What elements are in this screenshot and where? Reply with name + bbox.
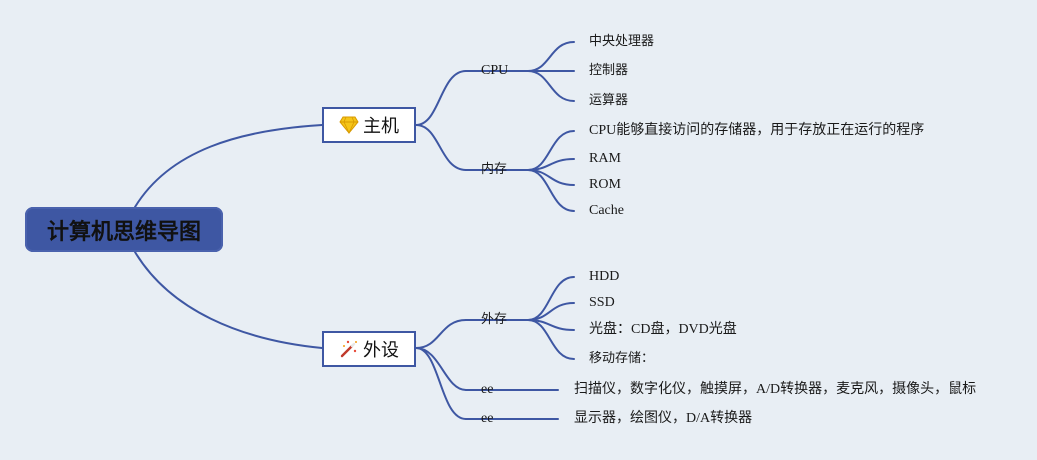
memory-label: 内存 (481, 162, 508, 177)
connector-peripheral-storage (415, 319, 467, 349)
storage-label: 外存 (481, 312, 508, 327)
memory-child[interactable]: CPU能够直接访问的存储器，用于存放正在运行的程序 (589, 123, 924, 139)
output-devices[interactable]: 显示器，绘图仪，D/A转换器 (574, 411, 752, 427)
connector-root-host (134, 124, 323, 208)
connector-peripheral-output (415, 347, 467, 420)
storage-child[interactable]: SSD (589, 295, 615, 311)
memory-child-label: ROM (589, 177, 621, 192)
input-devices[interactable]: 扫描仪，数字化仪，触摸屏，A/D转换器，麦克风，摄像头，鼠标 (574, 382, 976, 398)
storage-child-label: SSD (589, 295, 615, 310)
host-node[interactable]: 主机 (322, 107, 416, 143)
connector-cpu-2 (527, 70, 575, 102)
storage-child[interactable]: HDD (589, 269, 619, 285)
cpu-child-label: 中央处理器 (589, 34, 655, 49)
peripheral-label: 外设 (363, 340, 399, 361)
connector-memory-3 (527, 169, 575, 212)
memory-child[interactable]: ROM (589, 177, 621, 193)
storage-child-label: HDD (589, 269, 620, 284)
memory-child[interactable]: RAM (589, 151, 621, 167)
cpu-label: CPU (481, 63, 509, 78)
cpu-node[interactable]: CPU (481, 63, 508, 79)
diamond-icon (339, 115, 359, 135)
host-label: 主机 (363, 116, 399, 137)
cpu-child-label: 运算器 (589, 93, 629, 108)
root-label: 计算机思维导图 (46, 219, 201, 245)
memory-child-label: RAM (589, 151, 621, 166)
memory-child-label: CPU能够直接访问的存储器，用于存放正在运行的程序 (589, 123, 925, 138)
root-node[interactable]: 计算机思维导图 (25, 207, 223, 252)
magic-wand-icon (339, 339, 359, 359)
connector-host-memory (415, 124, 467, 171)
connector-cpu-0 (527, 41, 575, 72)
storage-child[interactable]: 移动存储： (589, 351, 654, 367)
cpu-child[interactable]: 控制器 (589, 63, 628, 79)
cpu-child-label: 控制器 (589, 63, 629, 78)
storage-child[interactable]: 光盘：CD盘，DVD光盘 (589, 322, 737, 338)
input-label: ee (481, 382, 494, 397)
storage-node[interactable]: 外存 (481, 312, 507, 328)
memory-child[interactable]: Cache (589, 203, 624, 219)
output-devices-label: 显示器，绘图仪，D/A转换器 (574, 411, 753, 426)
cpu-child[interactable]: 中央处理器 (589, 34, 654, 50)
output-node[interactable]: ee (481, 411, 493, 427)
connector-root-peripheral (134, 251, 323, 349)
storage-child-label: 移动存储： (589, 351, 655, 366)
connector-storage-0 (527, 276, 575, 321)
input-node[interactable]: ee (481, 382, 493, 398)
cpu-child[interactable]: 运算器 (589, 93, 628, 109)
memory-child-label: Cache (589, 203, 624, 218)
peripheral-node[interactable]: 外设 (322, 331, 416, 367)
memory-node[interactable]: 内存 (481, 162, 507, 178)
input-devices-label: 扫描仪，数字化仪，触摸屏，A/D转换器，麦克风，摄像头，鼠标 (574, 382, 977, 397)
storage-child-label: 光盘：CD盘，DVD光盘 (589, 322, 737, 337)
output-label: ee (481, 411, 494, 426)
connector-host-cpu (415, 70, 467, 126)
connector-storage-3 (527, 319, 575, 360)
